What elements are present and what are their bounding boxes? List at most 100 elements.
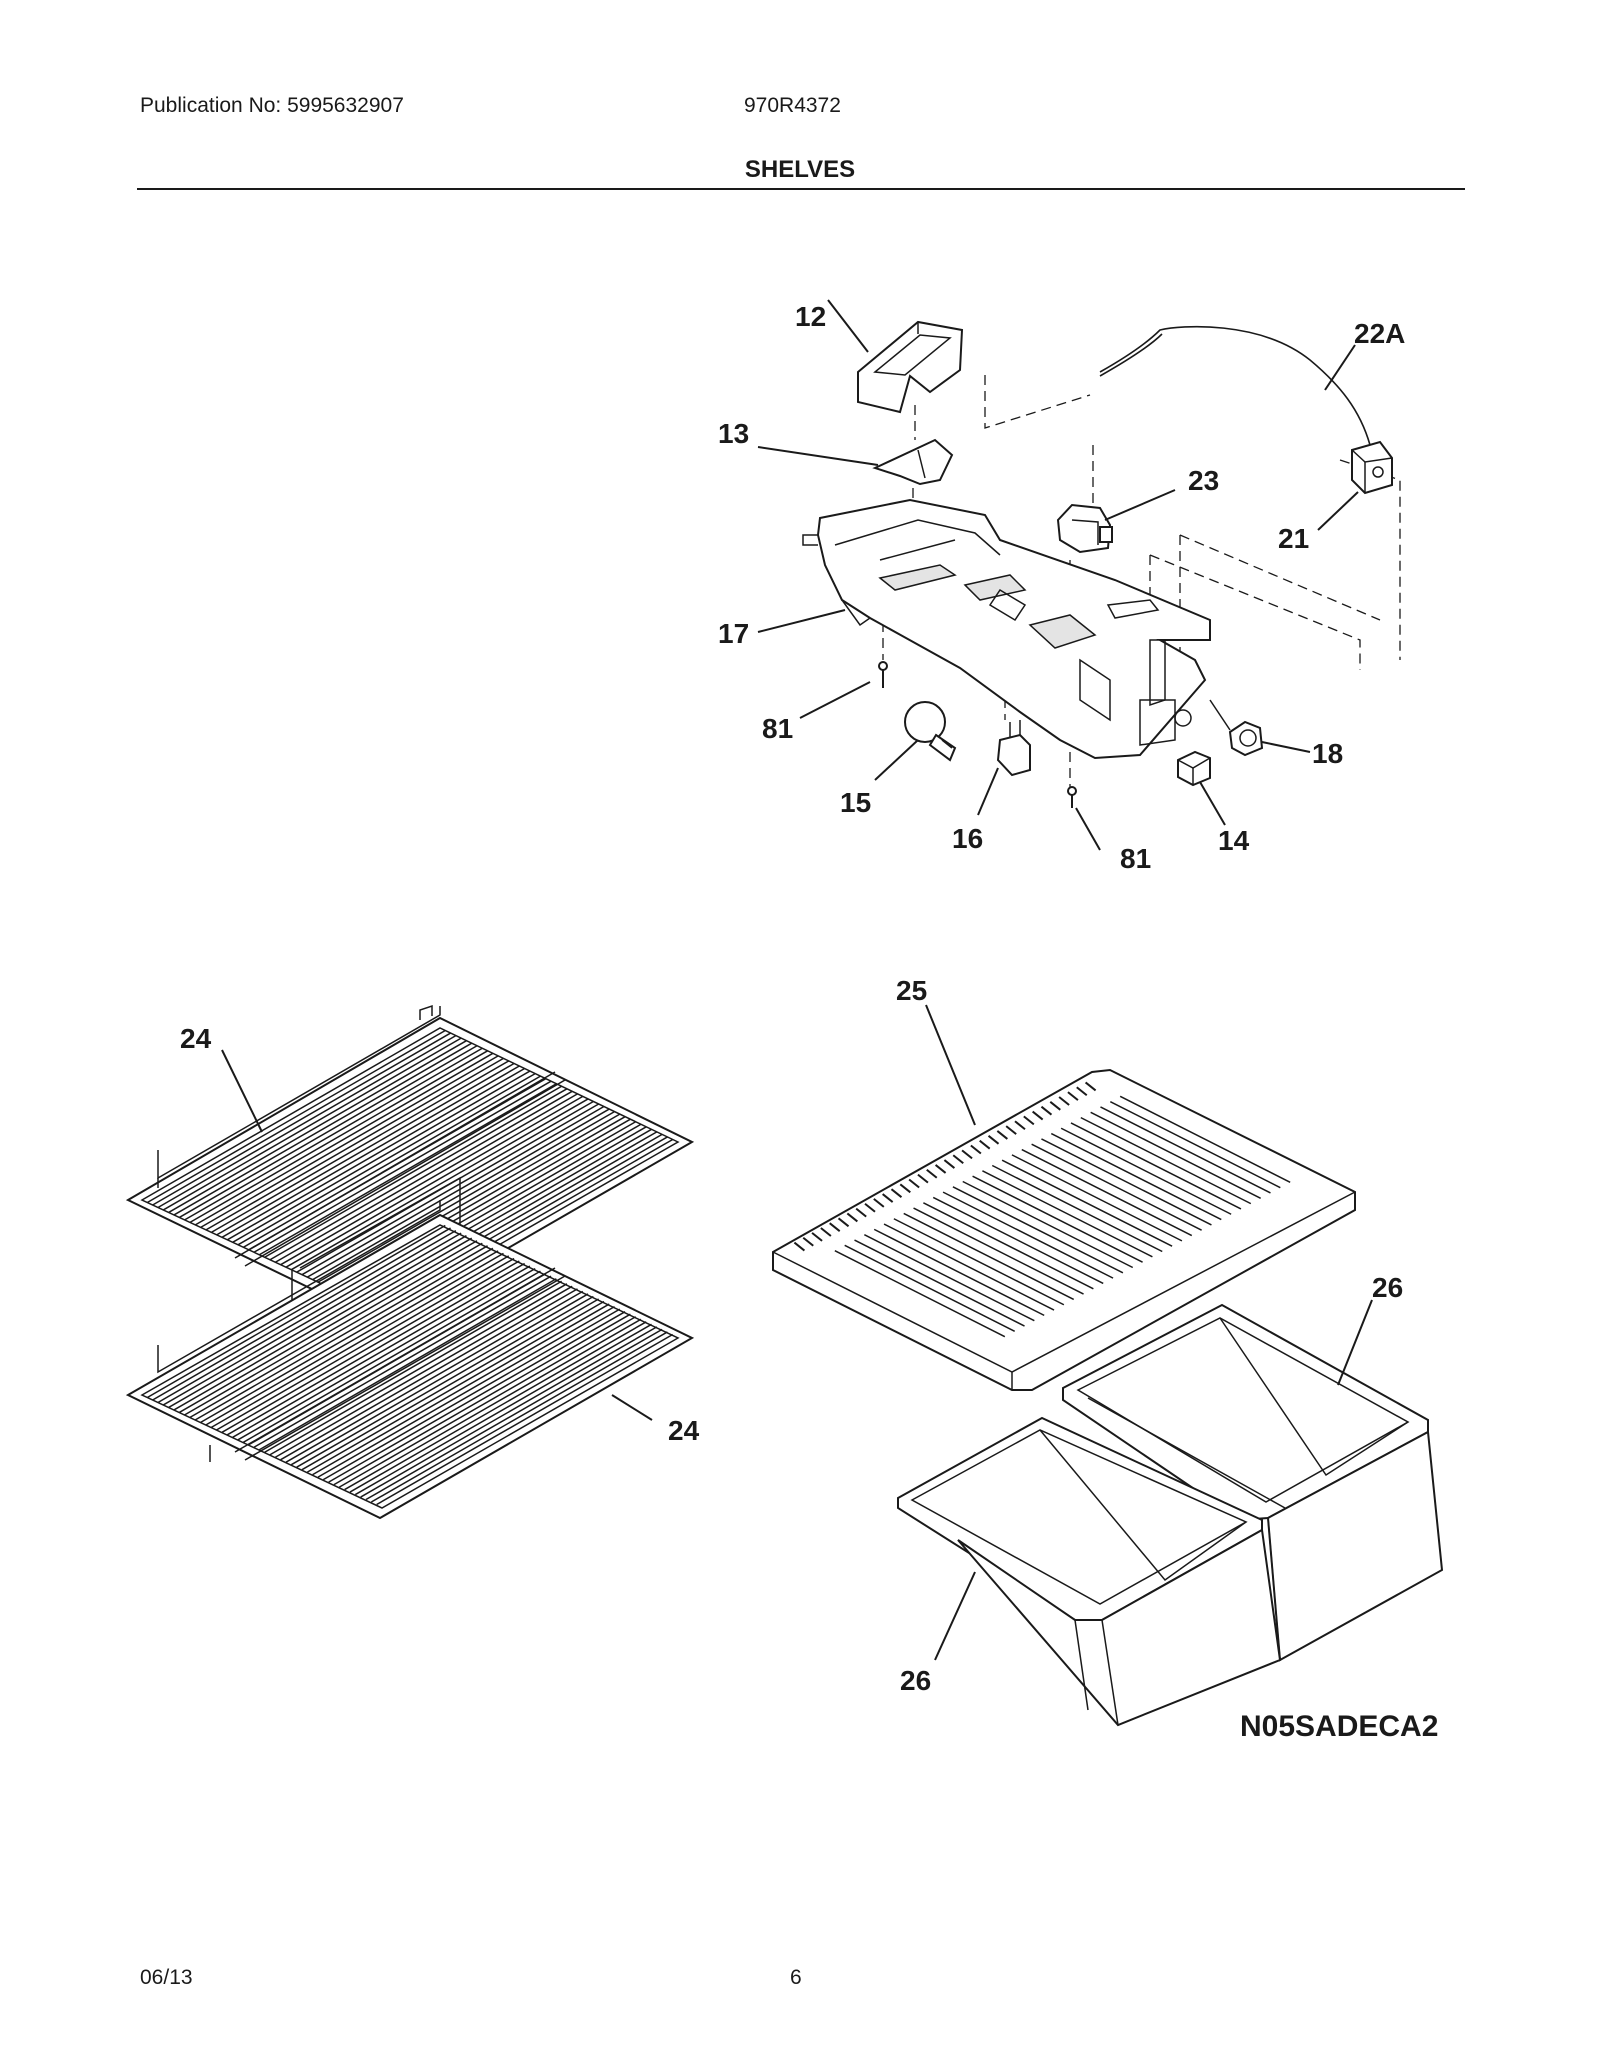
part-light-switch bbox=[1177, 750, 1211, 787]
cover-grooves-line bbox=[932, 1196, 1104, 1285]
cover-vents-line bbox=[1040, 1105, 1053, 1116]
light-housing-assembly bbox=[757, 299, 1401, 851]
shelf-upper-wires-line bbox=[237, 1072, 536, 1246]
cover-grooves-line bbox=[1011, 1154, 1183, 1242]
cover-vents-line bbox=[1023, 1115, 1035, 1126]
shelf-lower-wires-line bbox=[157, 1229, 457, 1404]
crisper-assembly bbox=[772, 1004, 1444, 1727]
shelf-lower-wires-line bbox=[210, 1255, 510, 1429]
part-diffuser bbox=[872, 438, 954, 486]
shelf-lower-wires-line bbox=[317, 1305, 615, 1478]
cover-vents-line bbox=[926, 1168, 938, 1179]
shelf-lower-wires-line bbox=[328, 1311, 626, 1483]
callout-21: 21 bbox=[1278, 523, 1309, 554]
footer-date: 06/13 bbox=[140, 1966, 193, 1989]
part-light-bulb bbox=[904, 701, 957, 762]
part-screw-lower bbox=[1067, 786, 1077, 808]
cover-grooves-line bbox=[873, 1228, 1045, 1317]
shelf-lower-wires-line bbox=[216, 1257, 515, 1431]
callout-15: 15 bbox=[840, 787, 871, 818]
cover-vents-line bbox=[864, 1202, 876, 1213]
shelf-upper-wires-line bbox=[146, 1029, 446, 1204]
cover-grooves-line bbox=[1080, 1116, 1252, 1205]
shelf-upper-wires-line bbox=[317, 1110, 615, 1283]
shelf-upper-wires-line bbox=[184, 1047, 483, 1221]
cover-vents-line bbox=[820, 1227, 832, 1237]
cover-vents-line bbox=[934, 1164, 947, 1174]
cover-vents-line bbox=[1032, 1110, 1044, 1121]
shelf-lower-wires bbox=[146, 1224, 674, 1506]
callout-18: 18 bbox=[1312, 738, 1343, 769]
shelf-lower-wires-line bbox=[301, 1298, 600, 1471]
part-control-knob bbox=[1209, 699, 1264, 757]
cover-grooves-line bbox=[972, 1175, 1143, 1263]
cover-grooves-line bbox=[864, 1234, 1035, 1322]
shelf-upper-wires-line bbox=[210, 1060, 510, 1234]
shelf-lower-wires-line bbox=[194, 1247, 494, 1421]
shelf-lower-wires-line bbox=[242, 1270, 541, 1443]
shelf-upper-wires-line bbox=[162, 1037, 462, 1211]
part-crisper-cover bbox=[772, 1068, 1356, 1391]
cover-vents-line bbox=[987, 1135, 1000, 1145]
cover-grooves-line bbox=[962, 1180, 1134, 1269]
cover-vents-line bbox=[802, 1236, 814, 1247]
callout-81-lower: 81 bbox=[1120, 843, 1151, 874]
shelf-lower-wires-line bbox=[338, 1316, 637, 1488]
shelf-lower-wires-line bbox=[264, 1280, 563, 1453]
cover-grooves-line bbox=[1060, 1127, 1232, 1215]
callout-25: 25 bbox=[896, 975, 927, 1006]
shelf-lower-wires-line bbox=[344, 1318, 642, 1491]
cover-grooves-line bbox=[982, 1170, 1153, 1258]
shelf-upper-wires-line bbox=[178, 1045, 478, 1219]
shelf-upper-wires-line bbox=[189, 1050, 488, 1224]
shelf-upper-wires-line bbox=[306, 1105, 605, 1278]
cover-grooves-line bbox=[903, 1212, 1075, 1301]
cover-grooves-line bbox=[1100, 1106, 1271, 1194]
cover-grooves-line bbox=[923, 1202, 1094, 1290]
shelf-upper-wires-line bbox=[173, 1042, 473, 1216]
shelf-upper-wires-line bbox=[269, 1088, 568, 1261]
cover-grooves-line bbox=[1031, 1143, 1202, 1231]
cover-grooves-line bbox=[1090, 1111, 1261, 1199]
shelf-lower-wires-line bbox=[365, 1328, 663, 1501]
cover-vents-line bbox=[996, 1130, 1008, 1140]
callout-81-upper: 81 bbox=[762, 713, 793, 744]
callout-16: 16 bbox=[952, 823, 983, 854]
cover-grooves-line bbox=[844, 1244, 1016, 1333]
shelf-upper-wires-line bbox=[157, 1034, 457, 1209]
publication-number: Publication No: 5995632907 bbox=[140, 94, 404, 117]
shelf-upper-wires-line bbox=[194, 1052, 494, 1226]
cover-grooves-line bbox=[1041, 1138, 1212, 1226]
callout-labels: 12 22A 13 23 21 17 81 18 15 16 81 14 24 … bbox=[180, 301, 1405, 1696]
cover-vents-line bbox=[837, 1217, 850, 1228]
callout-23: 23 bbox=[1188, 465, 1219, 496]
shelf-upper-wires-line bbox=[216, 1062, 515, 1236]
cover-grooves-line bbox=[1109, 1100, 1281, 1189]
crisper-cover-grooves bbox=[834, 1095, 1291, 1338]
shelf-lower-wires-line bbox=[189, 1245, 488, 1419]
cover-vents-line bbox=[1058, 1096, 1070, 1106]
cover-vents-line bbox=[882, 1193, 894, 1203]
cover-grooves-line bbox=[883, 1223, 1055, 1311]
cover-vents-line bbox=[855, 1207, 867, 1218]
shelf-lower-wires-line bbox=[376, 1333, 674, 1506]
cover-vents-line bbox=[846, 1212, 858, 1223]
part-wire-shelf-lower bbox=[125, 1200, 695, 1520]
cover-grooves-line bbox=[991, 1164, 1163, 1253]
cover-vents-line bbox=[917, 1173, 929, 1184]
diagram-code: N05SADECA2 bbox=[1240, 1710, 1439, 1743]
shelf-upper-wires-line bbox=[280, 1093, 578, 1266]
cover-vents-line bbox=[1076, 1086, 1088, 1097]
cover-vents-line bbox=[890, 1188, 903, 1198]
shelf-lower-wires-line bbox=[306, 1300, 605, 1473]
shelf-lower-wires-line bbox=[360, 1326, 658, 1498]
shelf-lower-wires-line bbox=[280, 1288, 578, 1461]
cover-grooves-line bbox=[952, 1186, 1124, 1274]
shelf-lower-wires-line bbox=[237, 1267, 536, 1441]
cover-grooves-line bbox=[893, 1218, 1065, 1306]
page-number: 6 bbox=[790, 1966, 802, 1989]
shelf-upper-wires-line bbox=[168, 1040, 467, 1214]
shelf-lower-wires-line bbox=[200, 1250, 499, 1424]
part-control-switch bbox=[1351, 440, 1393, 495]
